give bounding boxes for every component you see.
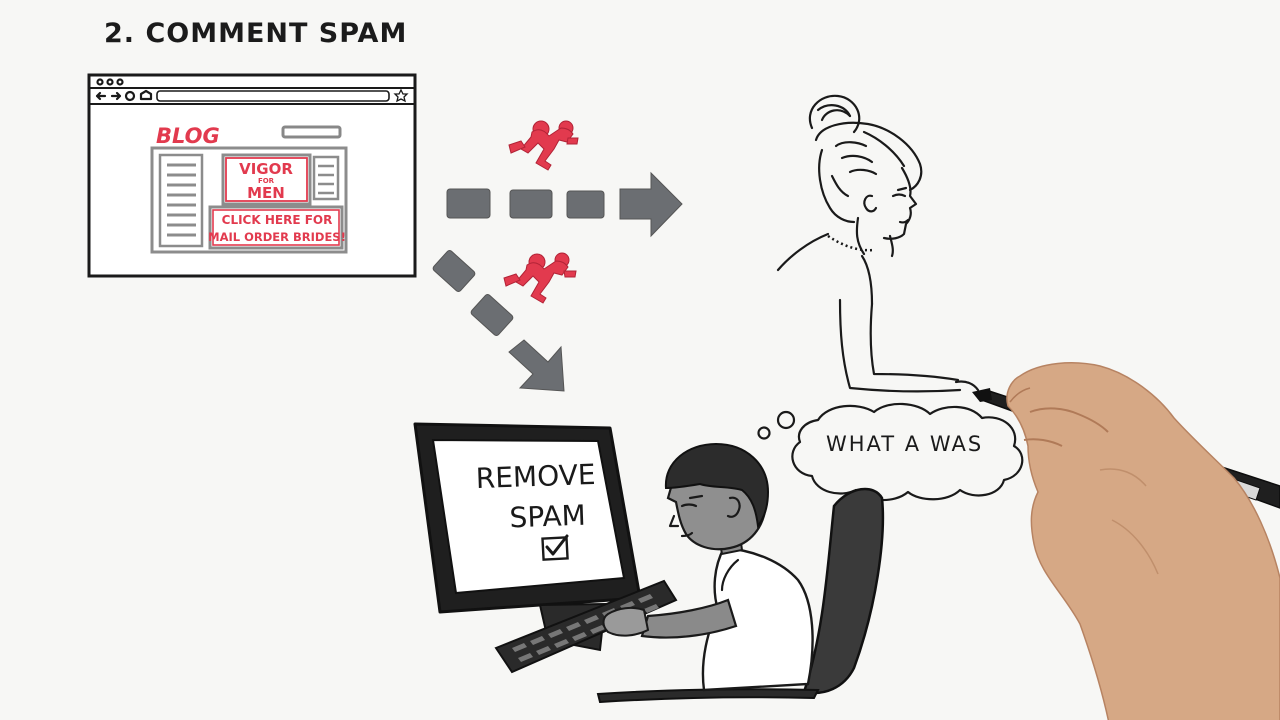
spam-ad-click-here[interactable]: CLICK HERE FOR MAIL ORDER BRIDES!: [208, 205, 346, 250]
thought-bubble-text: WHAT A WAS: [826, 432, 983, 456]
hand-with-marker: [972, 362, 1280, 720]
thought-bubble: WHAT A WAS: [757, 402, 1024, 502]
man-illustration: [596, 442, 885, 704]
window-controls-icon: [96, 78, 124, 86]
blog-content-frame: [150, 146, 348, 254]
ad-click-line1: CLICK HERE FOR: [222, 213, 333, 227]
checkbox-checked-icon[interactable]: [541, 534, 569, 561]
monitor-text-spam: SPAM: [509, 499, 586, 535]
blog-right-column: [312, 155, 340, 201]
address-bar[interactable]: [156, 90, 390, 102]
blog-logo: BLOG: [156, 124, 220, 148]
section-heading: 2. COMMENT SPAM: [104, 18, 408, 49]
woman-illustration: [776, 94, 980, 393]
ad-vigor-text: VIGOR: [239, 160, 293, 178]
ad-for-text: FOR: [258, 177, 275, 185]
blog-search-box[interactable]: [281, 125, 342, 139]
bookmark-star-icon: [393, 88, 409, 103]
spam-bot-icon: [503, 252, 577, 304]
arrow-right: [446, 171, 683, 238]
ad-click-line2: MAIL ORDER BRIDES!: [208, 230, 346, 244]
blog-sidebar-column: [158, 153, 204, 248]
ad-men-text: MEN: [247, 184, 285, 202]
keyboard: [494, 579, 678, 674]
browser-window: BLOG VIGOR FOR MEN: [87, 73, 417, 278]
monitor-text-remove: REMOVE: [475, 458, 596, 495]
arrow-diagonal: [432, 250, 565, 392]
spam-bot-icon: [508, 120, 579, 171]
spam-ad-vigor[interactable]: VIGOR FOR MEN: [221, 153, 312, 206]
browser-nav-icons: [95, 89, 153, 102]
